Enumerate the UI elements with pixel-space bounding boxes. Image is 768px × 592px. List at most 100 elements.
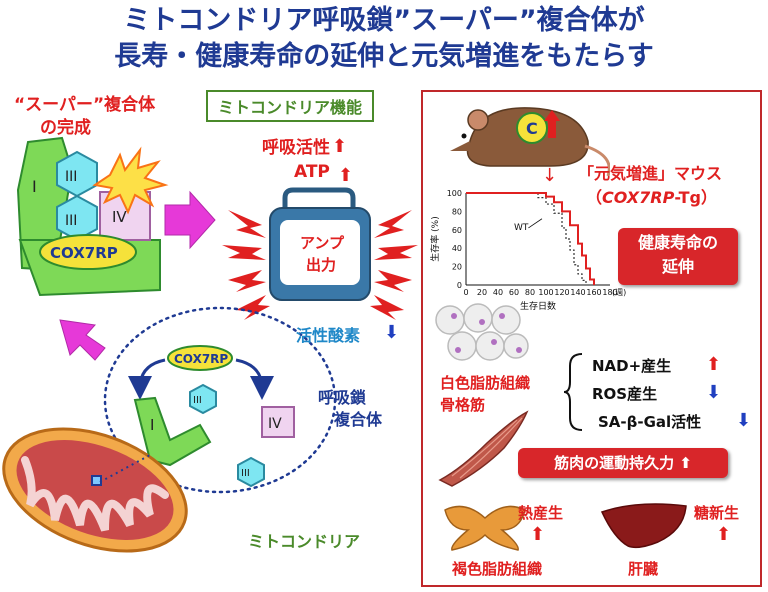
zoom-square xyxy=(91,475,102,486)
free-label-III-2: III xyxy=(241,468,250,479)
chart-xtick-label: 0 xyxy=(463,288,468,297)
genotype-italic: COX7RP xyxy=(602,188,675,207)
resp-activity-up-icon: ⬆ xyxy=(332,136,348,157)
thermogenesis-label: 熱産生 xyxy=(518,504,564,522)
healthspan-text-2: 延伸 xyxy=(661,257,694,276)
ros-production-down-icon: ⬇ xyxy=(706,382,722,403)
skeletal-muscle-label: 骨格筋 xyxy=(440,396,486,414)
chart-xtick-label: 20 xyxy=(477,288,487,297)
amp-label-2: 出力 xyxy=(306,256,336,274)
resp-chain-dotted-circle xyxy=(103,306,337,494)
muscle-endurance-box: 筋肉の運動持久力 ⬆ xyxy=(518,448,728,478)
chart-series-line xyxy=(466,192,587,285)
left-diagram: I III III IV COX7RP アンプ 出力 COX7RP I III … xyxy=(2,136,418,553)
chart-xtick-label: 60 xyxy=(509,288,519,297)
chart-ylabel: 生存率 (%) xyxy=(429,216,441,261)
complex-label: 複合体 xyxy=(334,410,383,429)
sa-gal-down-icon: ⬇ xyxy=(736,410,752,431)
label-IV: IV xyxy=(112,208,127,226)
chart-ytick-label: 0 xyxy=(457,281,462,290)
mouse-to-chart-arrow: ↓ xyxy=(542,165,558,186)
free-label-IV: IV xyxy=(268,416,282,432)
super-complex-complete-label: の完成 xyxy=(40,118,91,138)
free-complex-IV xyxy=(261,406,295,438)
label-III-top: III xyxy=(65,169,77,185)
mouse-badge: C xyxy=(526,119,538,138)
chart-series-label: WT xyxy=(514,223,529,233)
white-fat-label: 白色脂肪組織 xyxy=(440,374,531,392)
mouse-label: 「元気増進」マウス xyxy=(578,164,723,183)
nad-up-icon: ⬆ xyxy=(706,354,722,375)
nad-label: NAD+産生 xyxy=(592,357,672,375)
brown-fat-illustration xyxy=(444,505,526,551)
atp-label: ATP xyxy=(294,162,330,182)
genotype-prefix: （ xyxy=(586,188,603,207)
brown-fat-label: 褐色脂肪組織 xyxy=(452,560,543,578)
cox7rp-free-ellipse xyxy=(167,345,233,371)
magenta-arrow-up xyxy=(59,319,106,361)
ros-down-icon: ⬇ xyxy=(384,322,400,343)
healthspan-box: 健康寿命の 延伸 xyxy=(618,228,738,285)
amp-handle xyxy=(282,187,356,208)
gluconeogenesis-label: 糖新生 xyxy=(694,504,740,522)
burst-shape xyxy=(92,146,169,215)
curved-arrow-right xyxy=(235,358,274,400)
sa-gal-label: SA-β-Gal活性 xyxy=(598,413,702,431)
gluconeogenesis-up-icon: ⬆ xyxy=(716,524,732,545)
chart-xtick-label: 80 xyxy=(525,288,535,297)
free-complex-III-1 xyxy=(189,383,217,415)
curved-arrow-left xyxy=(128,358,166,400)
liver-illustration xyxy=(600,503,687,549)
liver-label: 肝臓 xyxy=(628,560,659,578)
complex-III-lower xyxy=(56,194,98,242)
chart-series-line xyxy=(466,192,595,285)
resp-chain-label: 呼吸鎖 xyxy=(318,388,367,407)
healthspan-text-1: 健康寿命の xyxy=(637,233,718,252)
chart-series-label-pointer xyxy=(528,218,543,229)
chart-xtick-label: 120 xyxy=(554,288,569,297)
amp-label-1: アンプ xyxy=(300,234,345,252)
cristae xyxy=(21,456,169,532)
ros-label: 活性酸素 xyxy=(296,326,361,345)
mouse-illustration: C xyxy=(450,107,610,177)
chart-xlabel: 生存日数 xyxy=(520,300,556,312)
respiration-activity-label: 呼吸活性 xyxy=(262,138,330,158)
white-fat-cells xyxy=(435,303,529,361)
title-line-1: ミトコンドリア呼吸鎖”スーパー”複合体が xyxy=(123,5,645,36)
muscle-endurance-text: 筋肉の運動持久力 xyxy=(554,454,675,472)
muscle-endurance-up-icon: ⬆ xyxy=(674,454,692,472)
lightning-bolts xyxy=(222,210,418,320)
chart-x-unit: (週) xyxy=(612,288,626,297)
mito-function-box: ミトコンドリア機能 xyxy=(206,90,375,122)
label-I: I xyxy=(32,177,37,196)
muscle-illustration xyxy=(438,410,529,487)
chart-ytick-label: 80 xyxy=(452,207,462,216)
chart-xtick-label: 160 xyxy=(586,288,601,297)
chart-ytick-label: 100 xyxy=(447,189,462,198)
title-line-2: 長寿・健康寿命の延伸と元気増進をもたらす xyxy=(114,41,654,72)
chart-xtick-label: 140 xyxy=(570,288,585,297)
thermogenesis-up-icon: ⬆ xyxy=(530,524,546,545)
cox7rp-ellipse xyxy=(39,234,137,270)
chart-xtick-label: 100 xyxy=(538,288,553,297)
label-III-bottom: III xyxy=(65,213,77,229)
chart-ytick-label: 40 xyxy=(452,244,462,253)
mitochondria-label: ミトコンドリア xyxy=(248,532,361,551)
atp-up-icon: ⬆ xyxy=(338,165,354,186)
ros-production-label: ROS産生 xyxy=(592,385,658,403)
free-label-I: I xyxy=(150,416,154,434)
cox7rp-free-label: COX7RP xyxy=(174,352,228,366)
free-label-III-1: III xyxy=(193,395,202,406)
mouse-genotype-label: （COX7RP-Tg） xyxy=(586,184,717,208)
chart-xtick-label: 180 xyxy=(602,288,617,297)
super-complex-label: “スーパー”複合体 xyxy=(14,95,156,115)
chart-ytick-label: 20 xyxy=(452,263,462,272)
genotype-suffix: -Tg） xyxy=(674,188,717,207)
chart-ytick-label: 60 xyxy=(452,226,462,235)
magenta-arrow-right xyxy=(164,190,216,250)
chart-xtick-label: 40 xyxy=(493,288,503,297)
label-cox7rp: COX7RP xyxy=(50,244,118,262)
right-panel xyxy=(421,90,762,587)
brace xyxy=(563,353,583,431)
